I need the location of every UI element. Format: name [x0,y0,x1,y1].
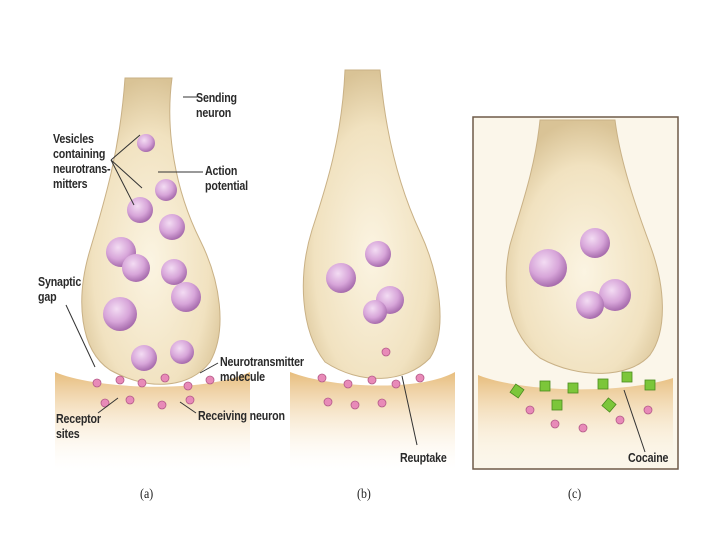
label-sending-neuron: Sending neuron [196,90,237,120]
sending-neuron-a [82,78,220,384]
label-reuptake: Reuptake [400,450,447,465]
label-vesicles: Vesicles containing neurotrans- mitters [53,131,110,191]
label-receptor-sites: Receptor sites [56,411,101,441]
label-synaptic-gap: Synaptic gap [38,274,81,304]
panel-b [290,70,455,470]
sending-neuron-b [303,70,440,378]
caption-b: (b) [357,487,371,503]
caption-c: (c) [568,487,581,503]
panel-c [473,117,678,469]
caption-a: (a) [140,487,153,503]
label-neurotransmitter-molecule: Neurotransmitter molecule [220,354,304,384]
label-action-potential: Action potential [205,163,248,193]
label-receiving-neuron: Receiving neuron [198,408,285,423]
label-cocaine: Cocaine [628,450,668,465]
